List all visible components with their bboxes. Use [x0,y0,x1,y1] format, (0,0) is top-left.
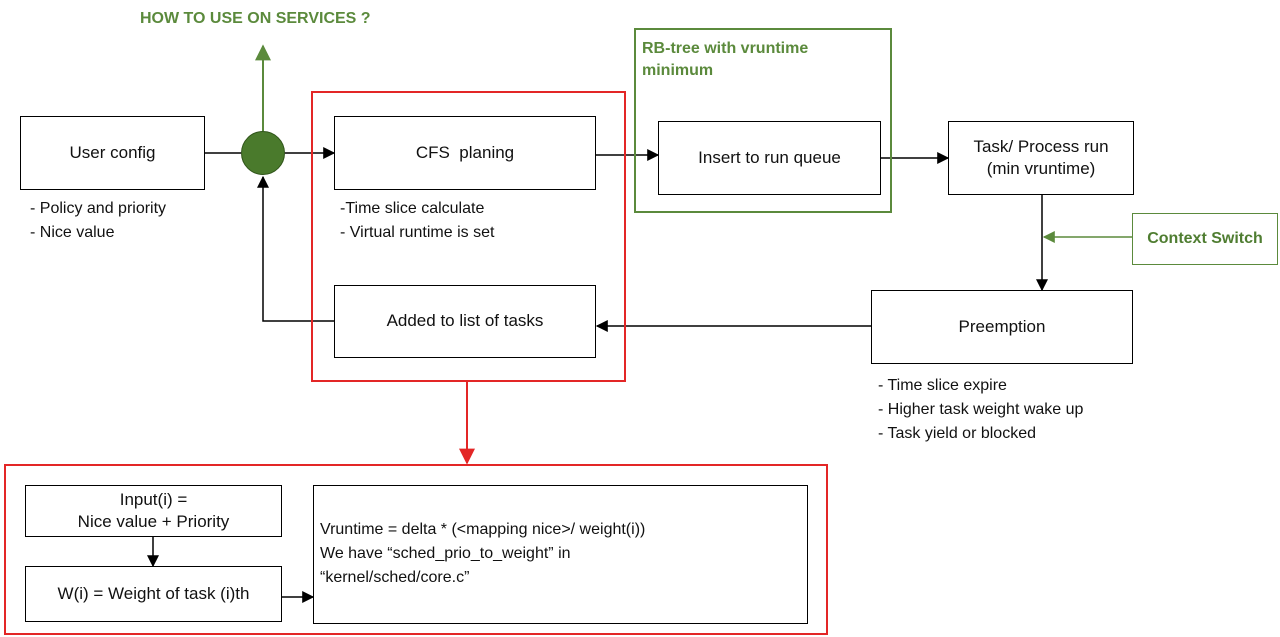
note-line: - Nice value [30,224,115,241]
task-run-label-line1: Task/ Process run [973,136,1109,156]
formula-box [313,485,808,624]
insert-run-queue-label: Insert to run queue [698,147,841,167]
note-line: - Virtual runtime is set [340,224,495,241]
preemption-label: Preemption [958,316,1046,336]
input-label-line1: Input(i) = [119,489,188,509]
cfs-planing-box: CFS planing [334,116,596,190]
weight-detail-frame [4,464,828,635]
note-line: - Task yield or blocked [878,425,1036,442]
context-switch-box: Context Switch [1132,213,1278,265]
services-title: HOW TO USE ON SERVICES ? [140,10,371,27]
note-line: - Time slice expire [878,377,1007,394]
input-box: Input(i) = Nice value + Priority [25,485,282,537]
formula-line: “kernel/sched/core.c” [320,569,470,586]
cfs-group-frame [311,91,626,382]
junction-node [241,131,285,175]
task-run-box: Task/ Process run (min vruntime) [948,121,1134,195]
insert-run-queue-box: Insert to run queue [658,121,881,195]
user-config-notes: - Policy and priority - Nice value [30,197,166,245]
user-config-box: User config [20,116,205,190]
weight-box: W(i) = Weight of task (i)th [25,566,282,622]
rbtree-label: RB-tree with vruntime minimum [642,38,808,82]
rbtree-frame [634,28,892,213]
preemption-notes: - Time slice expire - Higher task weight… [878,374,1083,446]
added-to-list-label: Added to list of tasks [386,311,544,331]
arrow-added-to-node [257,175,334,322]
task-run-label-line2: (min vruntime) [986,159,1096,178]
formula-line: Vruntime = delta * (<mapping nice>/ weig… [320,521,646,538]
user-config-label: User config [69,142,156,162]
note-line: - Higher task weight wake up [878,401,1084,418]
cfs-planing-label: CFS planing [415,142,515,162]
formula-text: Vruntime = delta * (<mapping nice>/ weig… [320,518,645,590]
formula-line: We have “sched_prio_to_weight” in [320,545,571,562]
rbtree-label-line2: minimum [642,62,714,79]
note-line: -Time slice calculate [340,200,485,217]
cfs-notes: -Time slice calculate - Virtual runtime … [340,197,494,245]
added-to-list-box: Added to list of tasks [334,285,596,358]
weight-label: W(i) = Weight of task (i)th [57,583,250,603]
preemption-box: Preemption [871,290,1133,364]
note-line: - Policy and priority [30,200,167,217]
rbtree-label-line1: RB-tree with vruntime [642,40,809,57]
input-label-line2: Nice value + Priority [77,512,230,531]
context-switch-label: Context Switch [1147,230,1263,247]
